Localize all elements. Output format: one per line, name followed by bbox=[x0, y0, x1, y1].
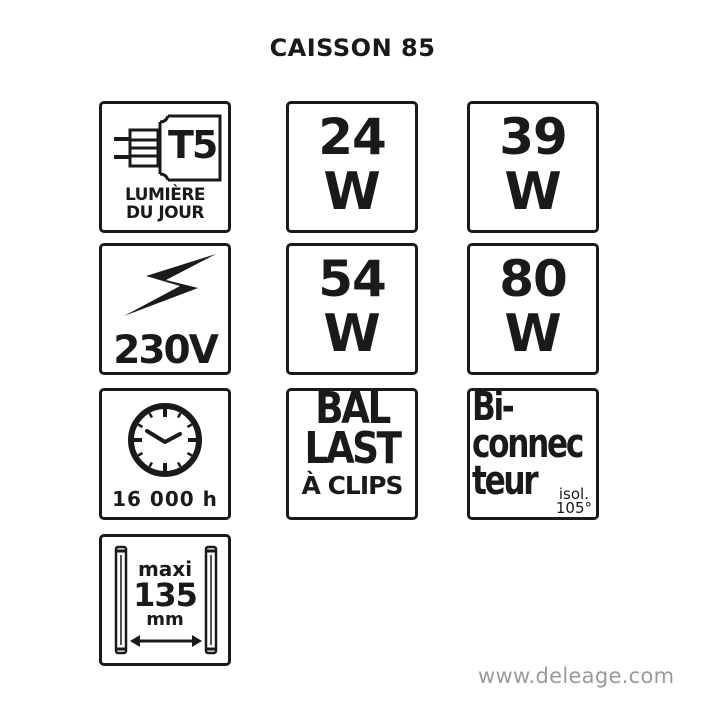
max-length-135mm-icon: maxi 135 mm bbox=[99, 534, 231, 666]
max-unit: mm bbox=[146, 609, 184, 630]
lifetime-16000h-icon: 16 000 h bbox=[99, 388, 231, 520]
clock-icon bbox=[128, 403, 202, 477]
power-value: 80 bbox=[499, 250, 568, 308]
t5-tube-plug-icon bbox=[114, 114, 222, 182]
biconnector-icon: Bi- connec teur isol. 105° bbox=[467, 388, 599, 520]
power-unit: W bbox=[323, 304, 381, 364]
tubes-width-arrow-icon bbox=[114, 545, 218, 655]
lifetime-label: 16 000 h bbox=[112, 487, 218, 511]
ballast-line1: BAL bbox=[315, 388, 391, 434]
ballast-line2: LAST bbox=[304, 423, 402, 474]
t5-daylight-icon: T5 LUMIÈRE DU JOUR bbox=[99, 101, 231, 233]
isolation-temp: 105° bbox=[555, 499, 592, 517]
voltage-230v-icon: 230V bbox=[99, 243, 231, 375]
t5-label: T5 bbox=[168, 123, 218, 167]
lightning-bolt-icon bbox=[124, 254, 216, 316]
power-54w-icon: 54 W bbox=[286, 243, 418, 375]
power-value: 54 bbox=[318, 250, 387, 308]
isolation-label: isol. bbox=[558, 485, 589, 503]
power-39w-icon: 39 W bbox=[467, 101, 599, 233]
power-unit: W bbox=[504, 162, 562, 222]
power-value: 39 bbox=[499, 108, 568, 166]
biconnector-line2: connec bbox=[472, 420, 584, 467]
daylight-line2: DU JOUR bbox=[125, 203, 205, 223]
website-url: www.deleage.com bbox=[478, 664, 675, 688]
max-label: maxi bbox=[137, 557, 193, 581]
biconnector-line3: teur bbox=[472, 457, 539, 504]
max-value: 135 bbox=[133, 576, 198, 614]
power-unit: W bbox=[504, 304, 562, 364]
voltage-label: 230V bbox=[113, 328, 219, 373]
power-value: 24 bbox=[318, 108, 387, 166]
power-unit: W bbox=[323, 162, 381, 222]
power-24w-icon: 24 W bbox=[286, 101, 418, 233]
ballast-clips-icon: BAL LAST À CLIPS bbox=[286, 388, 418, 520]
daylight-line1: LUMIÈRE bbox=[124, 185, 206, 205]
page-title: CAISSON 85 bbox=[269, 34, 436, 62]
biconnector-line1: Bi- bbox=[472, 388, 515, 430]
ballast-line3: À CLIPS bbox=[301, 471, 404, 500]
power-80w-icon: 80 W bbox=[467, 243, 599, 375]
